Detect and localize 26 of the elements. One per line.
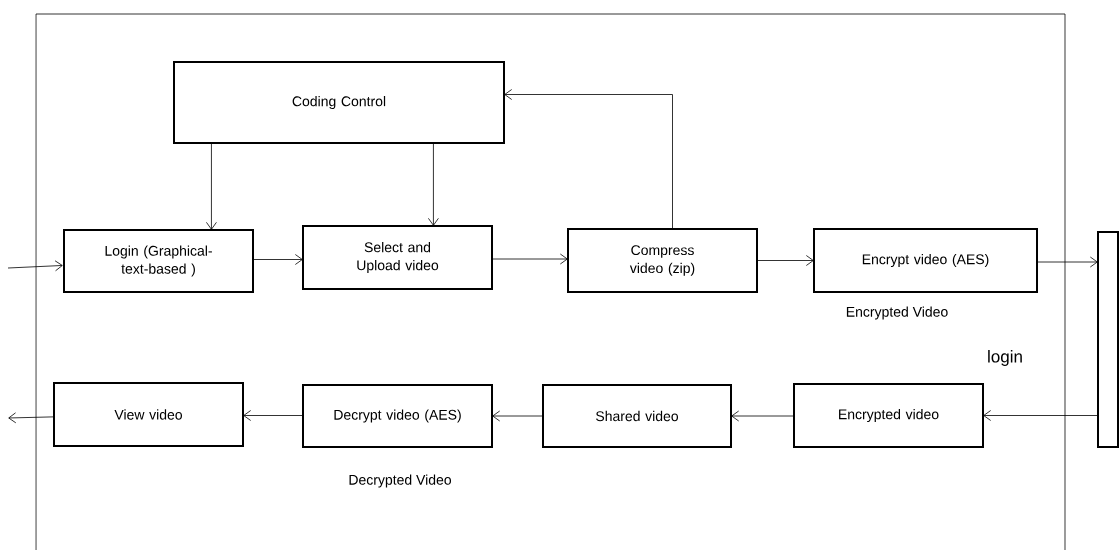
process-box: Select and Upload video xyxy=(302,225,493,290)
process-box: Encrypt video (AES) xyxy=(813,228,1038,293)
arrow xyxy=(243,410,304,421)
arrow xyxy=(731,410,795,422)
process-box: Decrypt video (AES) xyxy=(302,384,493,448)
arrow xyxy=(8,412,54,424)
arrow xyxy=(1036,256,1098,268)
arrow xyxy=(491,253,568,265)
process-box: Compress video (zip) xyxy=(567,228,758,293)
caption-text: Decrypted Video xyxy=(349,474,452,488)
process-box: Login (Graphical- text-based ) xyxy=(63,229,254,293)
arrow xyxy=(252,254,303,265)
empty-box xyxy=(1097,231,1119,448)
edge-label: login xyxy=(986,349,1024,367)
arrow xyxy=(504,89,673,230)
arrow xyxy=(206,142,217,230)
arrow xyxy=(492,410,544,422)
process-box: Shared video xyxy=(542,384,732,448)
arrow xyxy=(983,410,1099,421)
process-box: Coding Control xyxy=(173,61,505,144)
caption-text: Encrypted Video xyxy=(846,306,948,320)
process-box: Encrypted video xyxy=(793,383,984,448)
arrow xyxy=(756,255,814,266)
process-box: View video xyxy=(53,382,244,447)
arrow xyxy=(428,142,439,226)
arrow xyxy=(7,260,63,272)
